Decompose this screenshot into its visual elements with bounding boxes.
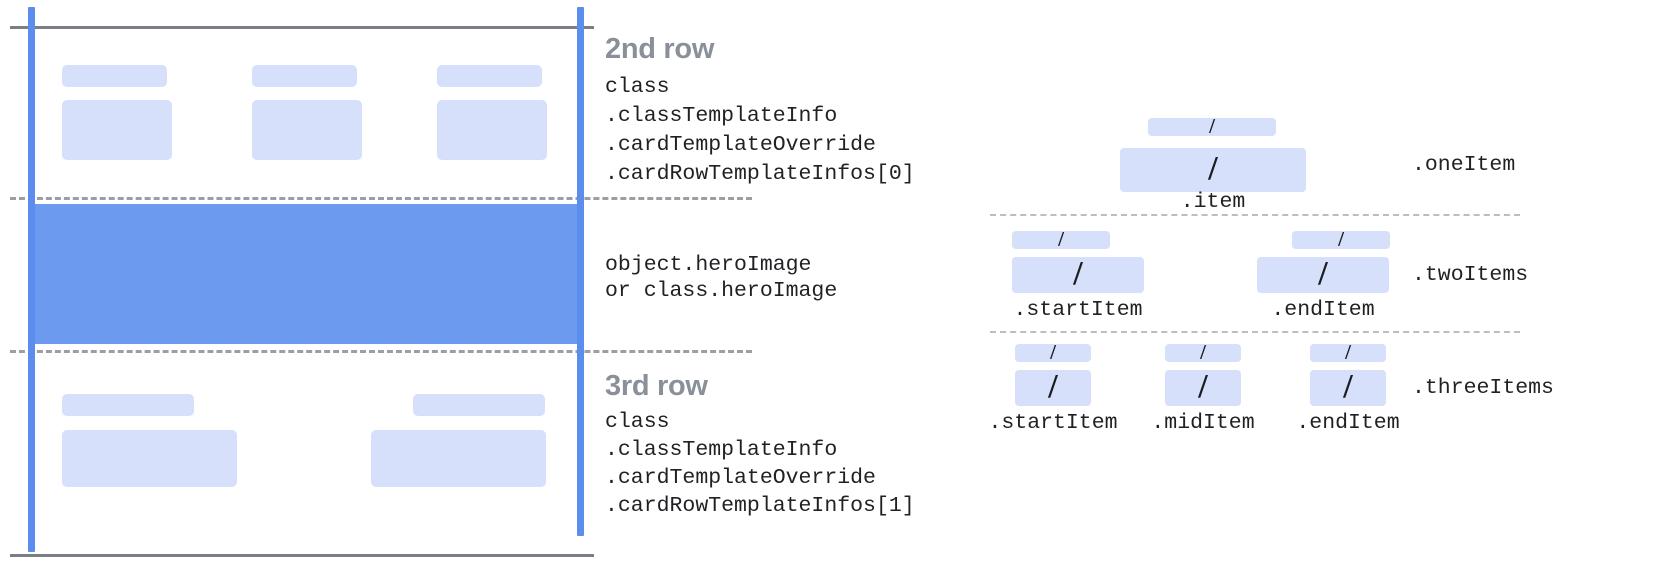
placeholder-label-2	[252, 65, 357, 87]
three-items-slot-2-caption: .endItem	[1296, 411, 1400, 435]
three-items-slot-0-label: /	[1015, 344, 1091, 362]
placeholder-value-2	[252, 100, 362, 160]
row-separator-top	[10, 197, 752, 200]
third-row-code-line-0: class	[605, 410, 670, 434]
slash-icon: /	[1200, 344, 1206, 362]
two-items-slot-1-caption: .endItem	[1271, 298, 1375, 322]
slash-icon: /	[1318, 257, 1328, 292]
three-items-slot-2-label: /	[1310, 344, 1386, 362]
placeholder-label-3	[437, 65, 542, 87]
group-separator-1	[990, 214, 1520, 216]
slash-icon: /	[1343, 370, 1353, 405]
placeholder-label-5	[413, 394, 545, 416]
guide-left	[28, 7, 35, 552]
slash-icon: /	[1073, 257, 1083, 292]
row-separator-bottom	[10, 350, 752, 353]
placeholder-value-4	[62, 430, 237, 487]
hero-image-band	[31, 204, 583, 344]
third-row-title: 3rd row	[605, 370, 708, 402]
card-bottom-rule	[10, 554, 594, 557]
item-layout-diagram: / / .item .oneItem / / .startItem / / .e…	[960, 0, 1676, 584]
three-items-slot-2-body: /	[1310, 370, 1386, 406]
slash-icon: /	[1048, 370, 1058, 405]
two-items-group-label: .twoItems	[1412, 263, 1529, 287]
placeholder-label-1	[62, 65, 167, 87]
card-template-diagram: 2nd row class .classTemplateInfo .cardTe…	[0, 0, 915, 584]
slash-icon: /	[1208, 150, 1218, 187]
placeholder-label-4	[62, 394, 194, 416]
three-items-slot-1-label: /	[1165, 344, 1241, 362]
two-items-slot-0-label: /	[1012, 231, 1110, 249]
third-row-code-line-1: .classTemplateInfo	[605, 438, 838, 462]
second-row-code-line-0: class	[605, 75, 670, 99]
slash-icon: /	[1050, 344, 1056, 362]
third-row-code-line-2: .cardTemplateOverride	[605, 466, 876, 490]
two-items-slot-0-caption: .startItem	[1013, 298, 1143, 322]
one-item-slot-0-label: /	[1148, 118, 1276, 136]
three-items-slot-1-body: /	[1165, 370, 1241, 406]
three-items-group-label: .threeItems	[1412, 376, 1554, 400]
three-items-slot-0-body: /	[1015, 370, 1091, 406]
slash-icon: /	[1338, 231, 1344, 249]
second-row-code-line-3: .cardRowTemplateInfos[0]	[605, 162, 915, 186]
three-items-slot-0-caption: .startItem	[988, 411, 1118, 435]
slash-icon: /	[1198, 370, 1208, 405]
group-separator-2	[990, 331, 1520, 333]
third-row-code-line-3: .cardRowTemplateInfos[1]	[605, 494, 915, 518]
two-items-slot-0-body: /	[1012, 257, 1144, 293]
one-item-slot-0-body: /	[1120, 148, 1306, 192]
slash-icon: /	[1209, 118, 1215, 136]
second-row-code-line-2: .cardTemplateOverride	[605, 133, 876, 157]
hero-image-code-line-1: or class.heroImage	[605, 279, 838, 303]
placeholder-value-1	[62, 100, 172, 160]
one-item-group-label: .oneItem	[1412, 153, 1516, 177]
hero-image-code-line-0: object.heroImage	[605, 253, 812, 277]
placeholder-value-5	[371, 430, 546, 487]
slash-icon: /	[1058, 231, 1064, 249]
slash-icon: /	[1345, 344, 1351, 362]
guide-right	[577, 7, 584, 536]
two-items-slot-1-body: /	[1257, 257, 1389, 293]
one-item-slot-0-caption: .item	[1180, 190, 1246, 214]
three-items-slot-1-caption: .midItem	[1151, 411, 1255, 435]
second-row-title: 2nd row	[605, 33, 715, 65]
card-top-rule	[10, 26, 594, 29]
second-row-code-line-1: .classTemplateInfo	[605, 104, 838, 128]
two-items-slot-1-label: /	[1292, 231, 1390, 249]
placeholder-value-3	[437, 100, 547, 160]
